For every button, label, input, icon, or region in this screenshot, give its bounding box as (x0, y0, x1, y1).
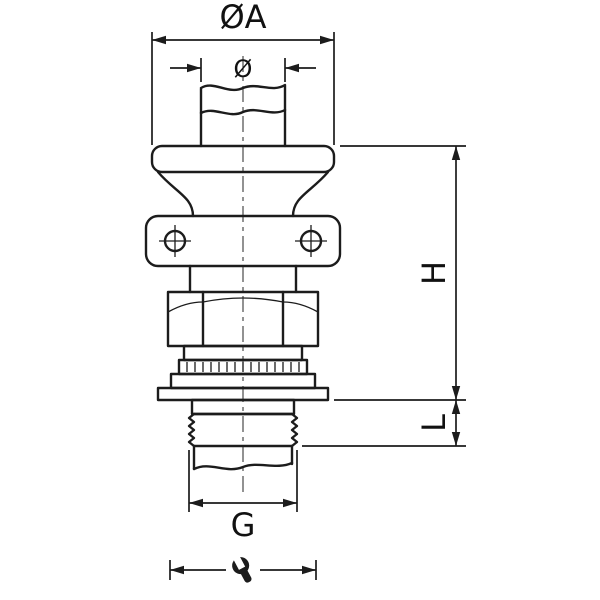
arrowhead-right (283, 498, 297, 508)
stud-break-line (192, 461, 294, 471)
dimension-thread-length: L (302, 400, 466, 447)
arrowhead-left (189, 498, 203, 508)
dimension-wrench-size (169, 557, 317, 583)
thread-zigzag-right (290, 412, 299, 448)
cable-break-line-top (199, 83, 287, 92)
label-cable-diameter: Ø (234, 55, 253, 83)
label-thread-size: G (231, 506, 256, 544)
knurl-ticks (186, 362, 300, 372)
dome-waist-right (291, 170, 330, 218)
arrowhead-right (302, 565, 316, 575)
arrowhead-bottom (451, 432, 461, 446)
dimension-cable-diameter: Ø (170, 55, 316, 83)
label-thread-length: L (415, 414, 453, 432)
label-outer-diameter: ØA (219, 0, 266, 36)
arrowhead-left (152, 35, 166, 45)
arrowhead-top (451, 146, 461, 160)
arrowhead-left (187, 63, 201, 73)
arrowhead-bottom (451, 386, 461, 400)
dimension-height: H (334, 145, 466, 401)
dimension-outer-diameter: ØA (151, 0, 335, 145)
part-outline (144, 83, 342, 471)
hex-chamfer-arc-right (282, 301, 319, 313)
flange-plate (144, 214, 342, 268)
hole-centerline-right (295, 225, 327, 257)
thread-zigzag-left (187, 412, 196, 448)
dome-cap (150, 144, 336, 174)
arrowhead-top (451, 400, 461, 414)
hole-centerline-left (159, 225, 191, 257)
wrench-handle (240, 568, 252, 583)
hex-chamfer-arc-left (167, 301, 204, 313)
dimension-thread-size: G (188, 450, 298, 544)
cable-break-line-second (199, 108, 287, 116)
serrated-lock-ring (177, 358, 309, 376)
wrench-icon (232, 557, 252, 583)
arrowhead-left (170, 565, 184, 575)
arrowhead-right (320, 35, 334, 45)
thread-section (187, 412, 299, 448)
hex-chamfer-arc-center (202, 297, 284, 303)
label-height: H (415, 261, 453, 285)
dome-waist-left (156, 170, 195, 218)
arrowhead-right (285, 63, 299, 73)
